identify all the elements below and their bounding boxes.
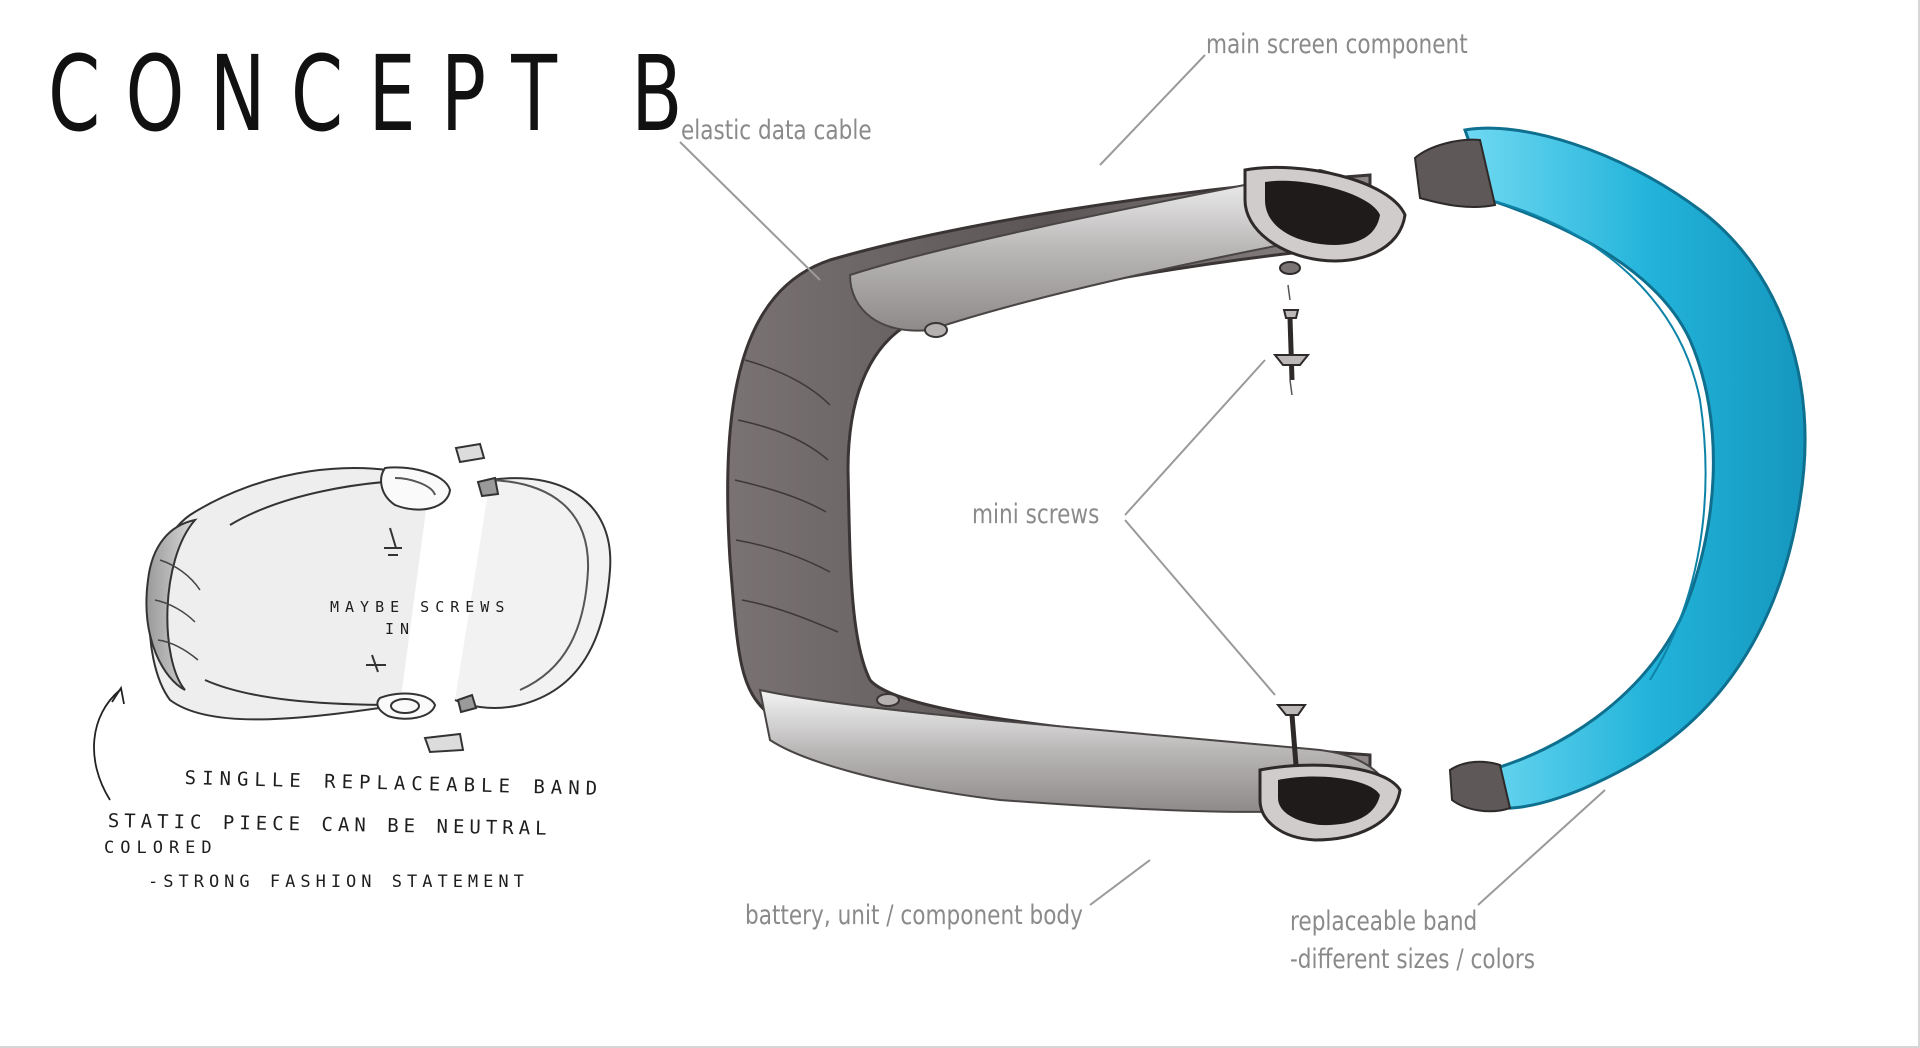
component-body-render <box>726 166 1407 842</box>
note-colored: COLORED <box>104 838 218 858</box>
callout-main-screen: main screen component <box>1206 29 1468 60</box>
callout-battery-body: battery, unit / component body <box>745 900 1083 931</box>
replaceable-band-render <box>1413 126 1807 813</box>
concept-title: CONCEPT B <box>48 33 708 155</box>
callout-elastic-cable: elastic data cable <box>681 115 872 146</box>
callout-mini-screws: mini screws <box>972 499 1100 530</box>
note-maybe-screws: MAYBE SCREWS <box>330 598 511 616</box>
note-maybe-in: IN <box>385 620 416 638</box>
pencil-sketch-band <box>93 442 612 801</box>
note-fashion-statement: -STRONG FASHION STATEMENT <box>148 872 529 892</box>
leader-lines <box>679 54 1606 906</box>
callout-replaceable-band: replaceable band <box>1290 906 1478 937</box>
callout-band-sizes: -different sizes / colors <box>1290 944 1535 975</box>
